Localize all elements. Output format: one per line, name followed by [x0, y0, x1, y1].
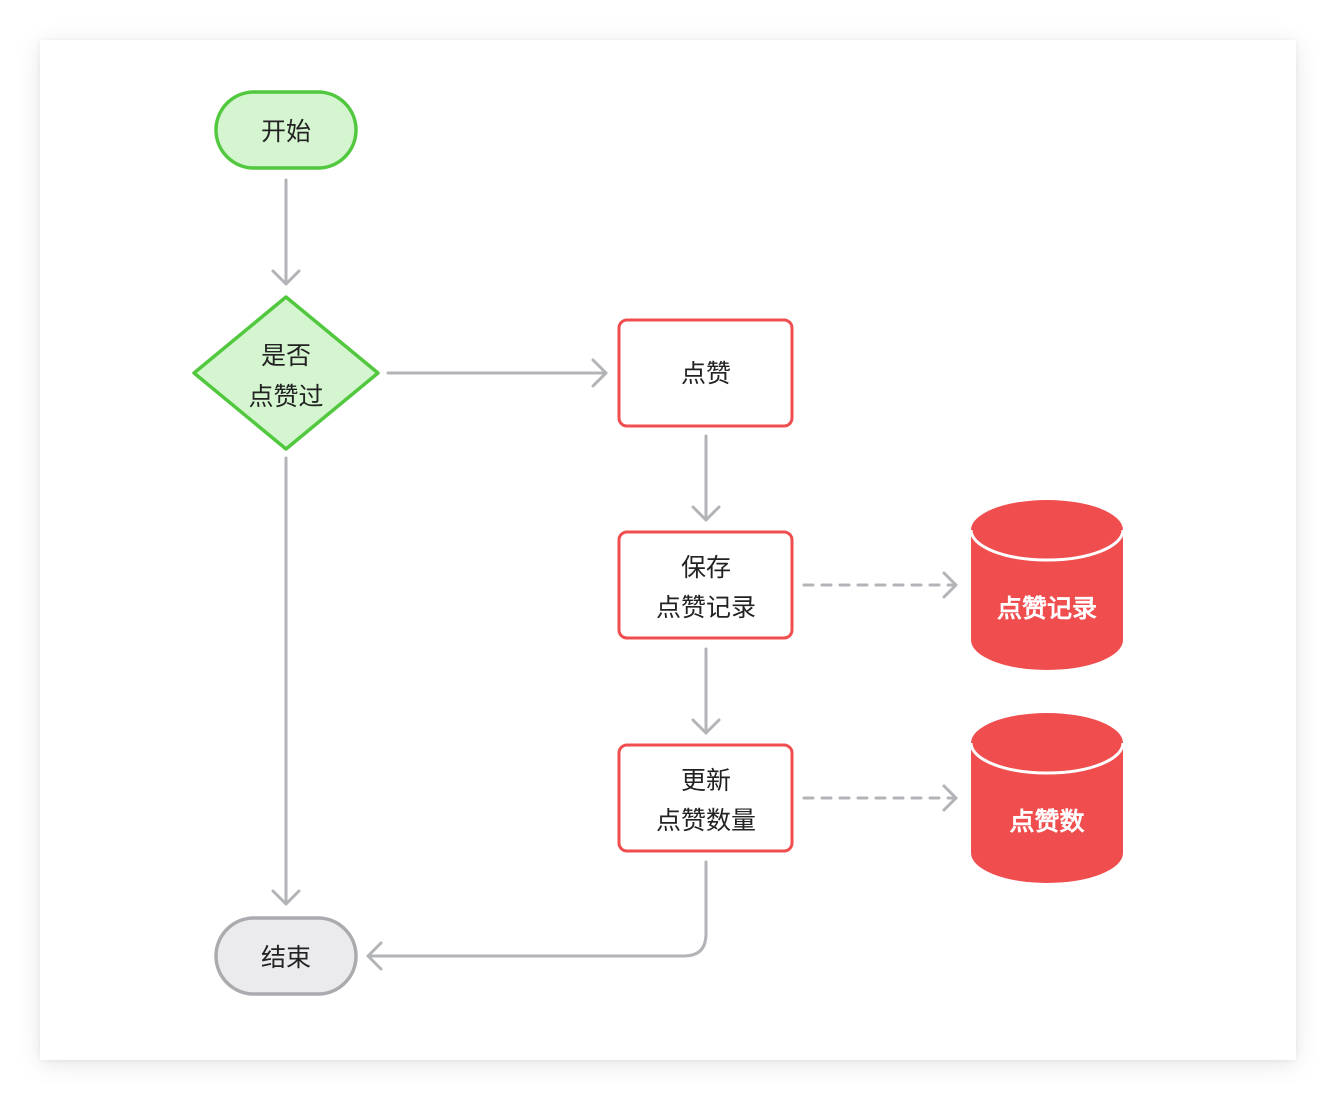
like-label: 点赞: [681, 359, 731, 388]
decision-label-line2: 点赞过: [248, 382, 323, 411]
save-label-line1: 保存: [681, 553, 731, 582]
save-label-line2: 点赞记录: [656, 593, 756, 622]
decision-node[interactable]: 是否 点赞过: [192, 295, 380, 451]
update-process[interactable]: 更新 点赞数量: [617, 743, 794, 853]
update-label-line2: 点赞数量: [656, 806, 756, 835]
arrowhead-decision: [271, 269, 301, 286]
count-database-label: 点赞数: [1009, 807, 1085, 836]
start-label: 开始: [261, 117, 311, 146]
like-process[interactable]: 点赞: [617, 318, 794, 428]
end-label: 结束: [261, 943, 311, 972]
arrowhead-save: [691, 505, 721, 522]
arrowhead-count: [942, 784, 958, 812]
count-database[interactable]: 点赞数: [969, 713, 1125, 883]
arrowhead-update: [691, 718, 721, 735]
arrowhead-records: [942, 571, 958, 599]
arrowhead-end-top: [271, 889, 301, 906]
records-database[interactable]: 点赞记录: [969, 500, 1125, 670]
records-database-label: 点赞记录: [997, 594, 1097, 623]
update-label-line1: 更新: [681, 766, 731, 795]
decision-label-line1: 是否: [261, 341, 311, 370]
save-process[interactable]: 保存 点赞记录: [617, 530, 794, 640]
arrowhead-end-side: [366, 941, 383, 971]
start-node[interactable]: 开始: [214, 90, 358, 170]
end-node[interactable]: 结束: [214, 916, 358, 996]
edge-update-end: [366, 860, 708, 958]
arrowhead-like: [591, 358, 608, 388]
